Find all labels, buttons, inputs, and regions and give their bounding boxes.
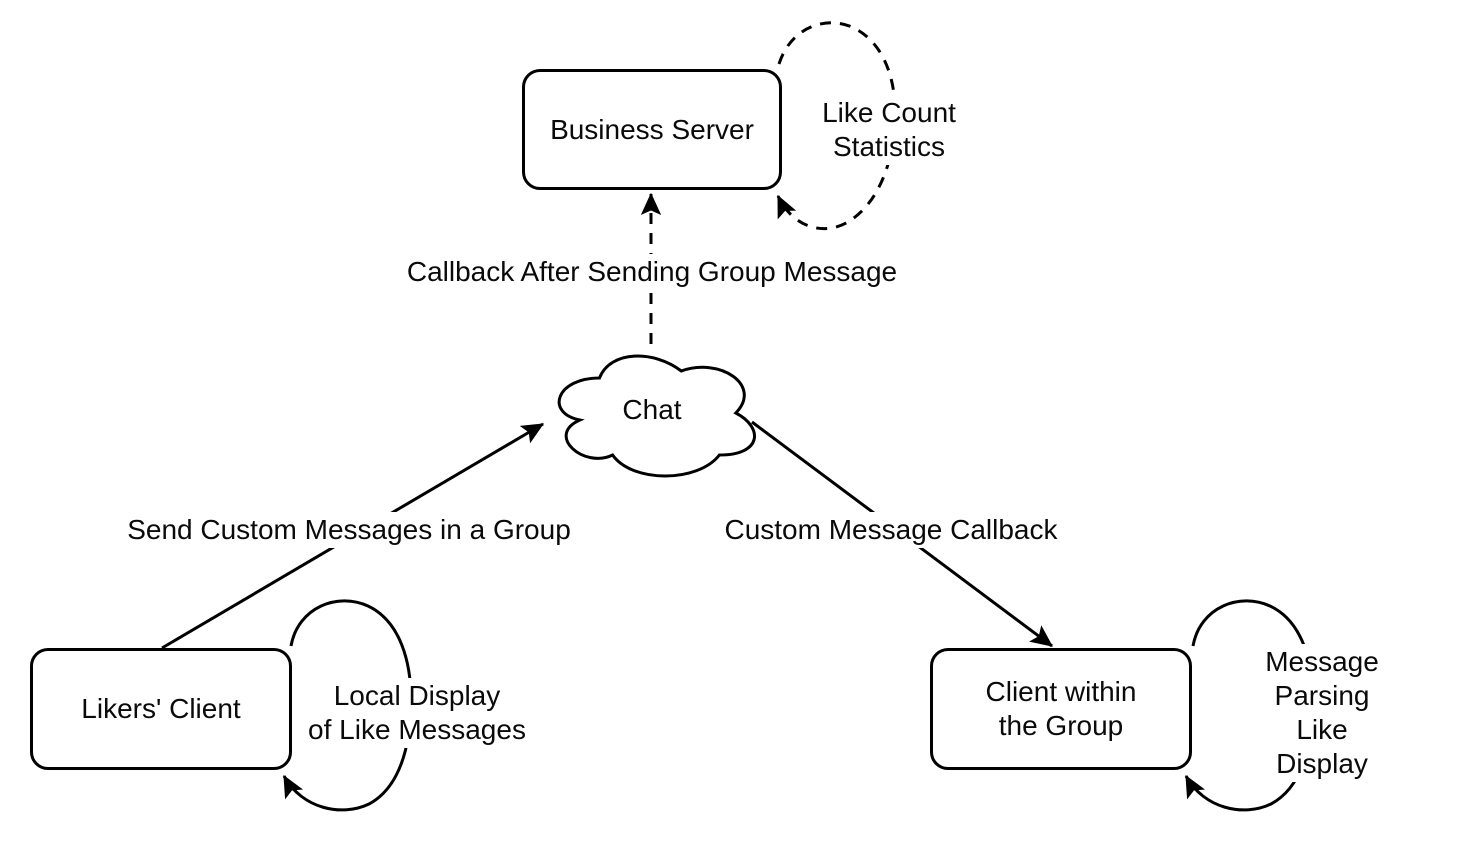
likers-client-label: Likers' Client (81, 693, 241, 724)
business-server-node: Business Server (522, 69, 782, 190)
group-client-node: Client within the Group (930, 648, 1192, 770)
edge-label-callback-after-group-message: Callback After Sending Group Message (400, 254, 904, 290)
likers-client-node: Likers' Client (30, 648, 292, 770)
edge-label-message-parsing: Message Parsing Like Display (1254, 644, 1390, 782)
chat-cloud-shape (557, 354, 756, 478)
business-server-label: Business Server (550, 113, 754, 145)
edge-label-like-count-statistics: Like Count Statistics (816, 95, 962, 165)
edge-label-send-custom-messages: Send Custom Messages in a Group (121, 512, 577, 548)
chat-cloud-label: Chat (622, 394, 682, 425)
edge-label-local-display: Local Display of Like Messages (302, 678, 532, 748)
group-client-label: Client within the Group (985, 676, 1137, 741)
edge-label-custom-message-callback: Custom Message Callback (718, 512, 1064, 548)
